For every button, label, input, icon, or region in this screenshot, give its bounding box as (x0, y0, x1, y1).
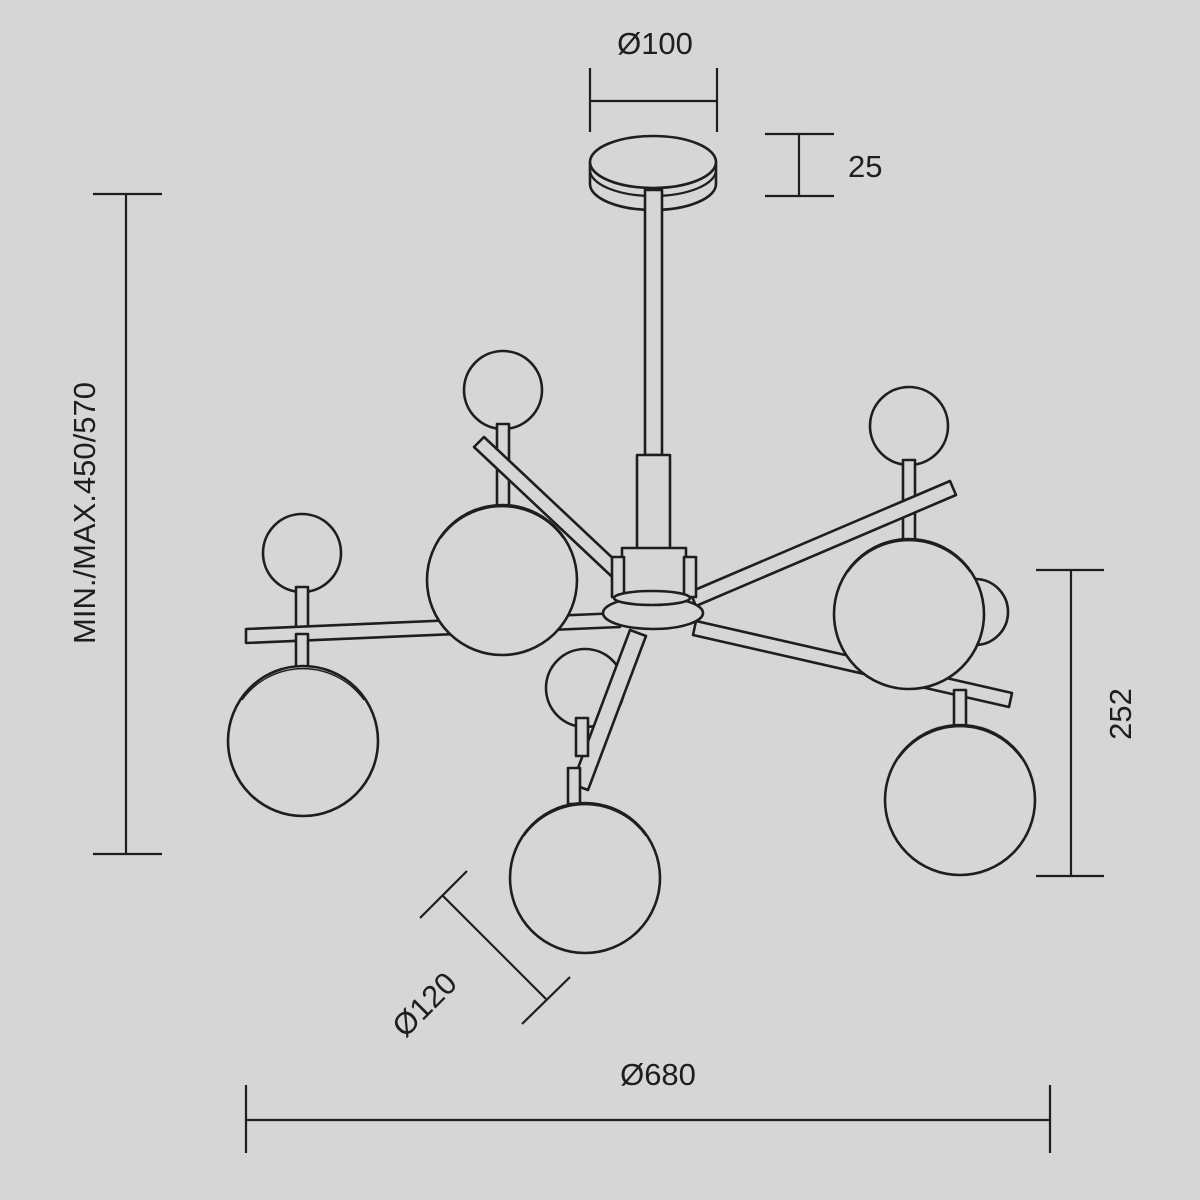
globe-back-left (261, 512, 343, 594)
front-globes (226, 503, 1037, 955)
globe-back-upper-left (462, 349, 544, 431)
globe-front-upper-left (425, 503, 579, 657)
canopy-diameter-dimension: Ø100 (588, 26, 719, 132)
canopy-height-label: 25 (848, 149, 882, 184)
globe-front-lower-right (883, 723, 1037, 877)
globe-diameter-label: Ø120 (385, 965, 463, 1043)
overall-diameter-label: Ø680 (620, 1057, 696, 1092)
canopy-height-dimension: 25 (765, 132, 882, 198)
globe-front-left (226, 664, 380, 818)
center-hub (601, 546, 705, 631)
canopy (588, 134, 718, 212)
canopy-diameter-label: Ø100 (617, 26, 693, 61)
arm-lower-center (570, 628, 648, 792)
overall-height-dimension: MIN./MAX.450/570 (67, 192, 162, 856)
overall-diameter-dimension: Ø680 (244, 1057, 1052, 1153)
overall-height-label: MIN./MAX.450/570 (67, 382, 102, 644)
globe-back-upper-right (868, 385, 950, 467)
drop-height-label: 252 (1103, 688, 1138, 740)
arm-upper-right (688, 479, 958, 608)
stem-rod (635, 188, 672, 553)
globe-front-lower-center (508, 801, 662, 955)
globe-front-upper-right (832, 537, 986, 691)
drop-height-dimension: 252 (1036, 568, 1138, 878)
